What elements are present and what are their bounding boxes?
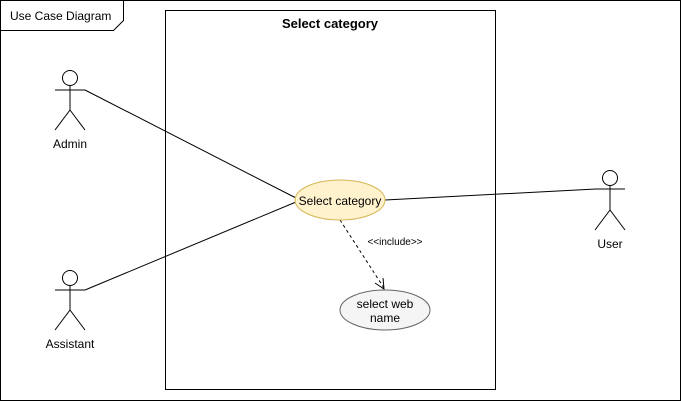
association-user[interactable] [384, 188, 597, 201]
actor-admin-label: Admin [53, 137, 87, 151]
actor-assistant[interactable] [54, 270, 86, 331]
system-title: Select category [282, 16, 379, 31]
actor-assistant-head-icon [62, 270, 78, 286]
frame-title: Use Case Diagram [10, 9, 111, 23]
usecase-select-web-name[interactable]: select web name [339, 289, 431, 331]
usecase-select-web-name-label-line1: select web [357, 297, 414, 311]
actor-user-label: User [597, 237, 622, 251]
usecase-select-category[interactable]: Select category [294, 179, 386, 221]
actor-admin[interactable] [54, 70, 86, 131]
frame-title-tab [0, 0, 124, 31]
include-arrowhead [374, 277, 385, 290]
usecase-select-category-label: Select category [299, 194, 382, 208]
usecase-select-web-name-label-line2: name [370, 311, 400, 325]
include-label: <<include>> [367, 237, 422, 248]
actor-user[interactable] [594, 170, 626, 231]
association-assistant[interactable] [84, 201, 297, 291]
actor-assistant-label: Assistant [46, 337, 95, 351]
include-arrow[interactable] [339, 219, 385, 289]
association-admin[interactable] [84, 89, 297, 199]
actor-admin-head-icon [62, 70, 78, 86]
actor-user-head-icon [602, 170, 618, 186]
